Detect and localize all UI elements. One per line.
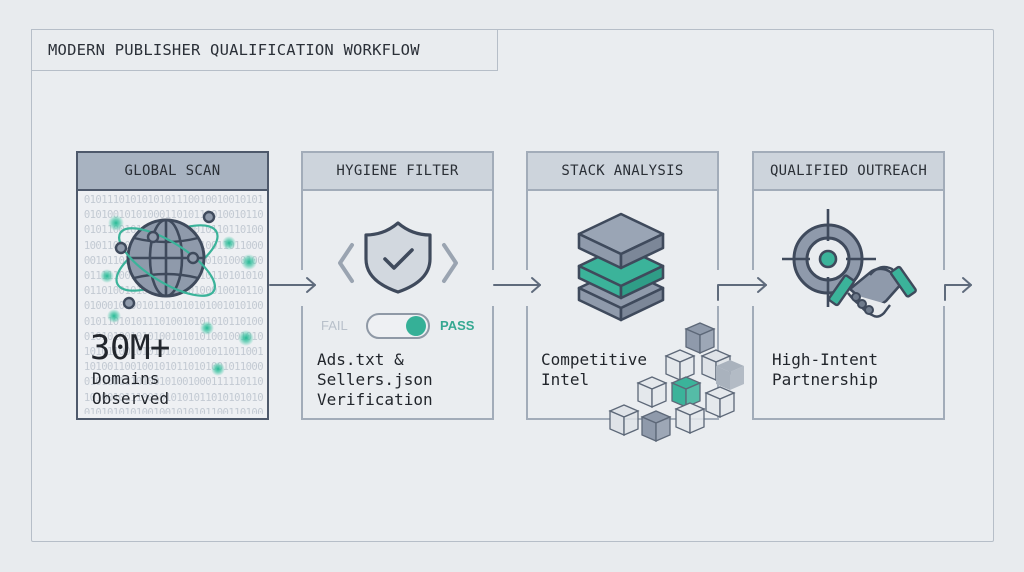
stage-caption: Ads.txt & Sellers.json Verification bbox=[317, 350, 433, 409]
diagram-title: MODERN PUBLISHER QUALIFICATION WORKFLOW bbox=[48, 41, 420, 59]
code-bracket-left-icon bbox=[338, 243, 354, 283]
tech-cubes-cluster-icon bbox=[608, 322, 744, 442]
tech-cube bbox=[664, 349, 696, 381]
stage-header: HYGIENE FILTER bbox=[303, 153, 492, 191]
toggle-fail-label: FAIL bbox=[321, 318, 348, 333]
shield-check-icon bbox=[338, 221, 458, 294]
tech-cube bbox=[684, 322, 716, 354]
tech-cube bbox=[670, 376, 702, 408]
toggle-pass-label: PASS bbox=[440, 318, 475, 333]
layer-stack-icon bbox=[577, 212, 665, 322]
pass-fail-toggle[interactable] bbox=[366, 313, 430, 339]
stage-caption: High-Intent Partnership bbox=[772, 350, 878, 389]
target-handshake-icon bbox=[782, 209, 917, 318]
tech-cube bbox=[640, 410, 672, 442]
tech-cube bbox=[608, 404, 640, 436]
title-tab: MODERN PUBLISHER QUALIFICATION WORKFLOW bbox=[31, 29, 498, 71]
stage-caption: Domains Observed bbox=[92, 369, 170, 408]
handshake-icon bbox=[827, 265, 917, 318]
tech-cube bbox=[716, 360, 744, 390]
tech-cube bbox=[674, 402, 706, 434]
stage-qualified-outreach: QUALIFIED OUTREACH bbox=[752, 151, 945, 420]
toggle-knob bbox=[406, 316, 426, 336]
stage-header: STACK ANALYSIS bbox=[528, 153, 717, 191]
tech-cube bbox=[636, 376, 668, 408]
tech-cube bbox=[704, 386, 736, 418]
metric-value: 30M+ bbox=[90, 328, 170, 368]
stage-caption: Competitive Intel bbox=[541, 350, 647, 389]
stage-header: GLOBAL SCAN bbox=[78, 153, 267, 191]
stage-header: QUALIFIED OUTREACH bbox=[754, 153, 943, 191]
code-bracket-right-icon bbox=[442, 243, 458, 283]
